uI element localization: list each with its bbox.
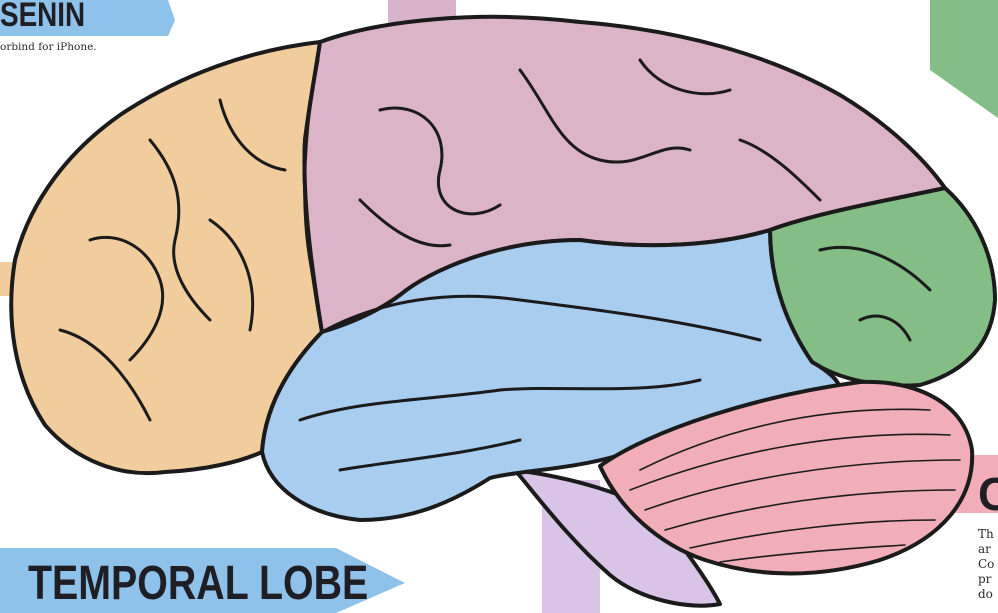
top-left-heading: SENIN: [0, 0, 85, 34]
right-paragraph-line: do: [978, 587, 993, 602]
top-right-green-banner: [930, 0, 998, 118]
bottom-heading: TEMPORAL LOBE: [28, 556, 368, 610]
right-heading: C: [978, 468, 998, 520]
right-paragraph-line: Th: [978, 527, 994, 542]
top-left-caption: orbind for iPhone.: [0, 41, 97, 53]
right-paragraph-line: ar: [978, 542, 991, 557]
brain: [11, 17, 995, 606]
right-paragraph-line: pr: [978, 572, 991, 587]
right-paragraph-line: Co: [978, 557, 994, 572]
